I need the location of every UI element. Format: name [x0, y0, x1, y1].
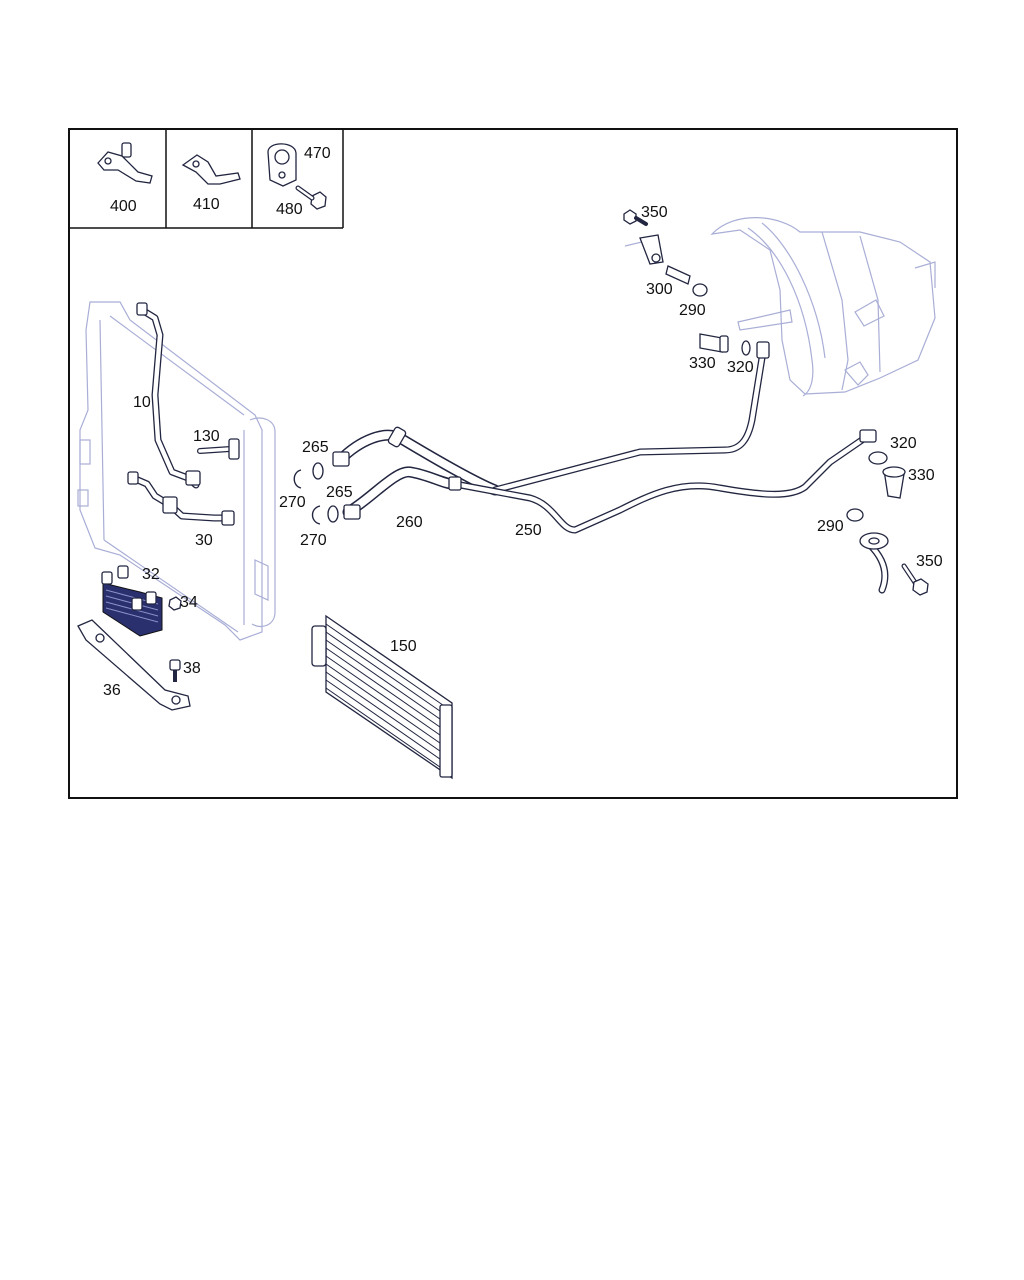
seal-320b [868, 451, 888, 465]
oil-line-30 [127, 471, 235, 526]
label-330b: 330 [908, 467, 935, 484]
label-480: 480 [276, 201, 303, 218]
label-290a: 290 [679, 302, 706, 319]
seal-320a [741, 340, 751, 356]
label-265b: 265 [326, 484, 353, 501]
bracket-410-icon [181, 154, 241, 185]
oil-line-10 [136, 302, 201, 489]
clip-470-icon [267, 143, 297, 187]
hose-250 [332, 341, 770, 496]
bolt-38 [169, 659, 181, 682]
label-130: 130 [193, 428, 220, 445]
fitting-330b [882, 466, 906, 499]
label-30: 30 [195, 532, 213, 549]
fitting-hollow-bolt [665, 265, 691, 285]
label-150: 150 [390, 638, 417, 655]
aux-cooler-150 [311, 614, 453, 780]
bolt-350a [623, 209, 648, 226]
radiator-outline [77, 301, 276, 641]
bolt-130 [197, 438, 240, 460]
label-34: 34 [180, 594, 198, 611]
label-350a: 350 [641, 204, 668, 221]
label-470: 470 [304, 145, 331, 162]
label-32: 32 [142, 566, 160, 583]
nut-34 [168, 596, 182, 611]
hose-260 [342, 429, 877, 534]
diagram-frame [68, 128, 958, 799]
legend-boxes [69, 129, 344, 229]
banjo-fitting [859, 532, 889, 594]
bolt-480-icon [295, 185, 327, 210]
label-270b: 270 [300, 532, 327, 549]
label-250: 250 [515, 522, 542, 539]
label-290b: 290 [817, 518, 844, 535]
seal-265a [312, 462, 324, 480]
label-320a: 320 [727, 359, 754, 376]
transmission-outline [624, 217, 936, 397]
label-400: 400 [110, 198, 137, 215]
label-265a: 265 [302, 439, 329, 456]
label-38: 38 [183, 660, 201, 677]
clamp-400-icon [97, 142, 153, 184]
seal-290b [846, 508, 864, 522]
label-330a: 330 [689, 355, 716, 372]
label-10: 10 [133, 394, 151, 411]
label-350b: 350 [916, 553, 943, 570]
label-320b: 320 [890, 435, 917, 452]
bracket-36 [77, 619, 191, 711]
oil-cooler-32 [101, 565, 163, 637]
seal-265b [327, 505, 339, 523]
label-270a: 270 [279, 494, 306, 511]
label-260: 260 [396, 514, 423, 531]
clip-270a [293, 469, 302, 489]
fitting-330a [699, 333, 729, 353]
label-410: 410 [193, 196, 220, 213]
label-36: 36 [103, 682, 121, 699]
bolt-350b [901, 563, 929, 596]
clip-270b [311, 505, 321, 525]
bracket-300 [639, 234, 664, 265]
seal-290a [692, 283, 708, 297]
label-300: 300 [646, 281, 673, 298]
